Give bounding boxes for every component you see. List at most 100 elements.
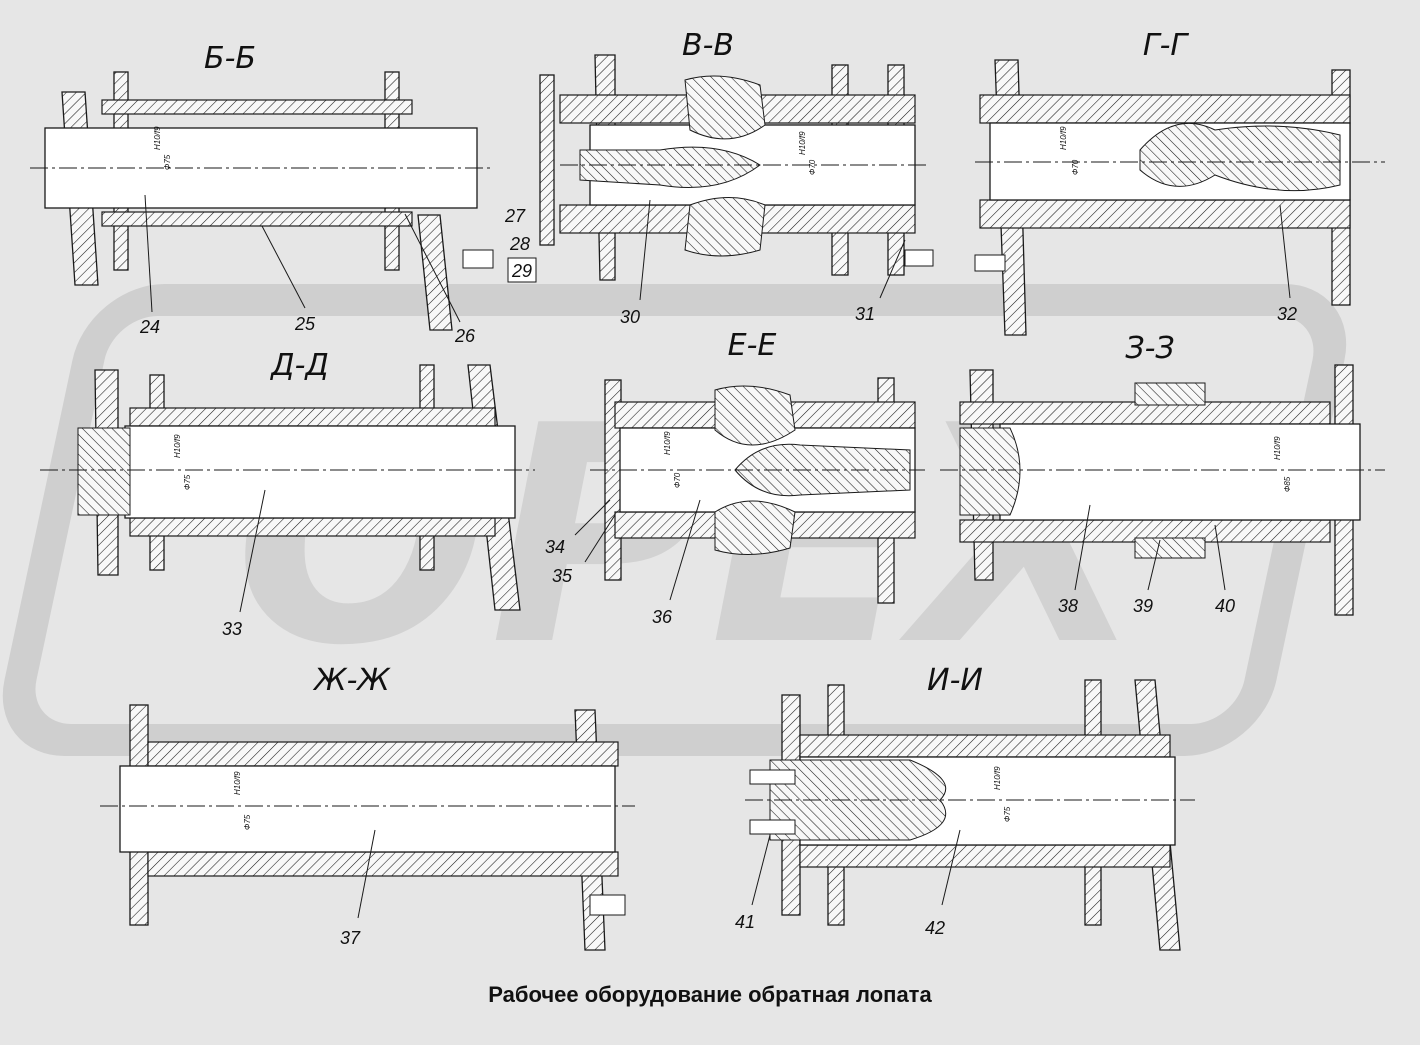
leader xyxy=(639,199,651,301)
leader xyxy=(574,499,611,536)
bushing xyxy=(147,851,619,877)
callout-37: 37 xyxy=(340,928,361,948)
lever-boss xyxy=(684,75,766,140)
dim-fit: H10/f9 xyxy=(798,131,807,155)
leader xyxy=(404,213,461,323)
section-title: З-З xyxy=(1125,331,1174,366)
bolt xyxy=(749,769,796,785)
dim-diameter: Ф75 xyxy=(163,154,172,170)
section-e-e: Е-Е Ф70 H10/f9 34 35 36 xyxy=(545,328,925,627)
dim-diameter: Ф75 xyxy=(1003,806,1012,822)
bushing xyxy=(101,211,413,227)
bushing xyxy=(129,517,496,537)
dim-fit: H10/f9 xyxy=(1273,436,1282,460)
section-v-v: В-В Ф70 H10/f9 30 31 xyxy=(539,28,934,327)
dim-fit: H10/f9 xyxy=(663,431,672,455)
section-z-z: З-З Ф85 H10/f9 38 39 40 xyxy=(940,331,1385,616)
drawing-caption: Рабочее оборудование обратная лопата xyxy=(488,982,932,1007)
leader xyxy=(584,514,616,563)
pin-cutaway xyxy=(1139,122,1341,192)
section-d-d: Д-Д Ф75 H10/f9 33 xyxy=(40,348,535,639)
section-title: Д-Д xyxy=(269,348,329,383)
callout-33: 33 xyxy=(222,619,242,639)
section-title: В-В xyxy=(682,28,734,63)
callout-39: 39 xyxy=(1133,596,1153,616)
leader xyxy=(1279,204,1291,299)
leader xyxy=(879,239,906,299)
section-title: Г-Г xyxy=(1143,28,1190,63)
dim-diameter: Ф75 xyxy=(243,814,252,830)
boss xyxy=(1134,382,1206,406)
retainer-plate xyxy=(769,759,947,841)
dim-diameter: Ф75 xyxy=(183,474,192,490)
section-i-i: И-И Ф75 H10/f9 41 42 xyxy=(735,663,1195,951)
bolt xyxy=(589,894,626,916)
leader xyxy=(1074,504,1091,591)
section-zh-zh: Ж-Ж Ф75 H10/f9 37 xyxy=(100,663,635,951)
section-title: Ж-Ж xyxy=(312,663,391,698)
lever-boss xyxy=(714,385,796,446)
lever-boss xyxy=(684,197,766,257)
bolt xyxy=(462,249,494,269)
section-title: Б-Б xyxy=(204,41,256,76)
leader xyxy=(941,829,961,906)
callout-25: 25 xyxy=(294,314,316,334)
callout-41: 41 xyxy=(735,912,755,932)
pin-38 xyxy=(999,423,1361,521)
leader xyxy=(239,489,266,613)
leader xyxy=(669,499,701,601)
callout-26: 26 xyxy=(454,326,476,346)
dim-diameter: Ф85 xyxy=(1283,476,1292,492)
callout-28: 28 xyxy=(509,234,530,254)
callout-31: 31 xyxy=(855,304,875,324)
dim-diameter: Ф70 xyxy=(673,472,682,488)
callout-38: 38 xyxy=(1058,596,1078,616)
section-g-g: Г-Г Ф70 H10/f9 32 xyxy=(974,28,1385,336)
leader xyxy=(751,834,771,906)
bushing xyxy=(129,407,496,427)
dim-fit: H10/f9 xyxy=(233,771,242,795)
leader xyxy=(357,829,376,919)
bushing xyxy=(147,741,619,767)
leader xyxy=(261,225,306,309)
dim-fit: H10/f9 xyxy=(993,766,1002,790)
boss xyxy=(1134,537,1206,559)
callout-box xyxy=(507,257,537,283)
bolt xyxy=(904,249,934,267)
dim-diameter: Ф70 xyxy=(808,159,817,175)
section-title: И-И xyxy=(927,663,983,698)
callout-32: 32 xyxy=(1277,304,1297,324)
dim-fit: H10/f9 xyxy=(173,434,182,458)
lever-boss xyxy=(714,500,796,556)
dim-fit: H10/f9 xyxy=(1059,126,1068,150)
bolt xyxy=(974,254,1006,272)
callout-40: 40 xyxy=(1215,596,1235,616)
bushing xyxy=(101,99,413,115)
leader xyxy=(1214,524,1226,591)
bushing xyxy=(979,94,1351,124)
pin-37 xyxy=(119,765,616,853)
section-title: Е-Е xyxy=(728,328,777,363)
callout-42: 42 xyxy=(925,918,945,938)
callout-24: 24 xyxy=(139,317,160,337)
pin-33 xyxy=(124,425,516,519)
pin-cutaway xyxy=(579,146,761,188)
callout-30: 30 xyxy=(620,307,640,327)
callout-29: 29 xyxy=(511,261,532,281)
leader xyxy=(1147,539,1161,591)
retainer-plate xyxy=(77,427,131,516)
plate xyxy=(539,74,555,246)
section-b-b: Б-Б Ф75 H10/f9 24 25 26 27 28 29 xyxy=(30,41,537,346)
bolt xyxy=(749,819,796,835)
dim-diameter: Ф70 xyxy=(1071,159,1080,175)
dim-fit: H10/f9 xyxy=(153,126,162,150)
callout-35: 35 xyxy=(552,566,573,586)
callout-36: 36 xyxy=(652,607,673,627)
bushing xyxy=(799,844,1171,868)
retainer-plate xyxy=(959,427,1021,516)
callout-34: 34 xyxy=(545,537,565,557)
leader xyxy=(144,194,153,313)
bushing xyxy=(979,199,1351,229)
bushing xyxy=(799,734,1171,758)
